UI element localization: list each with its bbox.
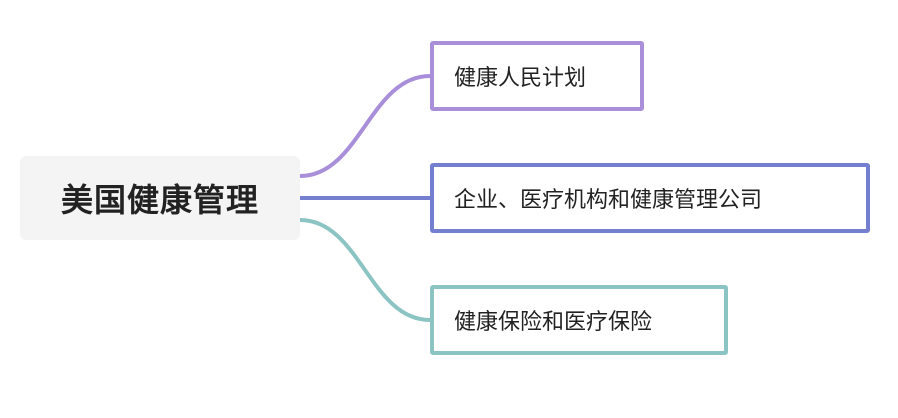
branch-topic-label: 企业、医疗机构和健康管理公司 bbox=[454, 188, 763, 213]
branch-topic-label: 健康保险和医疗保险 bbox=[454, 310, 653, 335]
root-topic-label: 美国健康管理 bbox=[60, 181, 259, 219]
branch-topic-enterprises-institutions[interactable]: 企业、医疗机构和健康管理公司 bbox=[430, 163, 870, 233]
branch-topic-insurance[interactable]: 健康保险和医疗保险 bbox=[430, 285, 728, 355]
connector-branch-1 bbox=[298, 74, 432, 178]
connector-branch-3 bbox=[298, 218, 432, 322]
branch-topic-label: 健康人民计划 bbox=[454, 66, 587, 91]
root-topic[interactable]: 美国健康管理 bbox=[20, 156, 300, 240]
branch-topic-healthy-people[interactable]: 健康人民计划 bbox=[430, 41, 644, 111]
